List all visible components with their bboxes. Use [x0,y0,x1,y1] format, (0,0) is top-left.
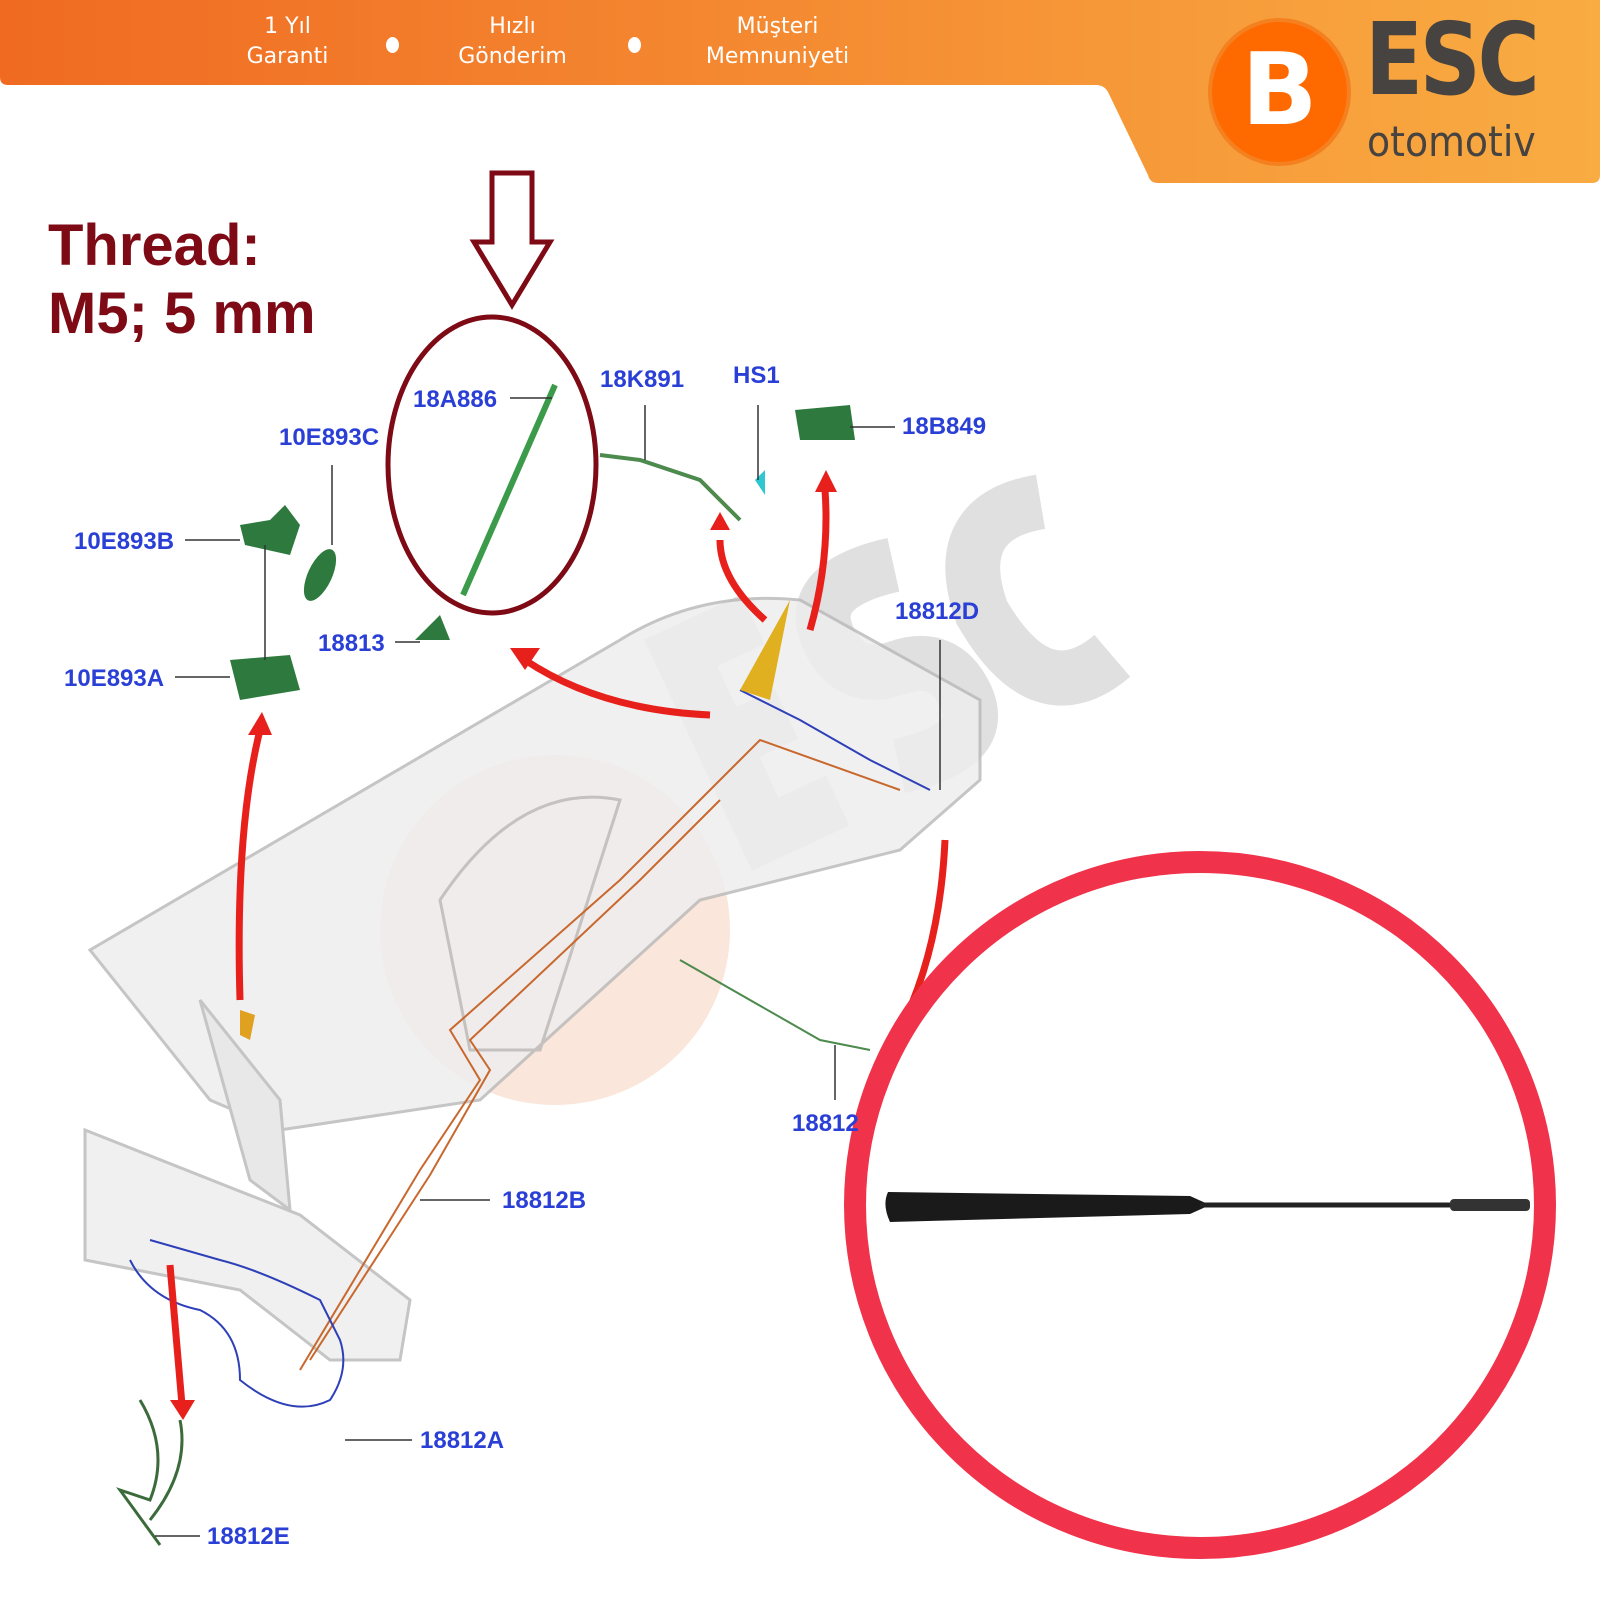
feature-line: Gönderim [458,44,567,69]
feature-line: Memnuniyeti [705,44,850,69]
feature-line: 1 Yıl [264,14,311,39]
red-arrows [166,489,949,1406]
logo-brand: ESC [1365,1,1540,118]
part-label: 18813 [318,630,385,657]
part-label: HS1 [733,362,780,389]
down-arrow-icon [469,170,555,310]
antenna-mast-product [885,1192,1530,1222]
part-label: 10E893A [64,665,165,692]
part-label: 18B849 [902,413,987,440]
part-label: 10E893C [279,424,380,451]
thread-value: M5; 5 mm [48,281,316,346]
bullet-dot [386,37,399,53]
arrowheads [170,470,837,1420]
wiring [116,453,931,1546]
antenna-highlight-ring [385,314,599,616]
part-label: 18812A [420,1427,505,1454]
leader-lines [155,397,941,1537]
part-label: 10E893B [74,528,175,555]
thread-spec: Thread: M5; 5 mm [48,212,316,348]
part-label: 18812 [792,1110,859,1137]
banner-shape [0,0,1600,183]
logo-mark: B [1212,22,1347,162]
parts [230,383,855,1040]
logo-sub: otomotiv [1367,117,1536,166]
part-label: 18A886 [413,386,498,413]
feature-line: Garanti [246,44,329,69]
thread-title: Thread: [48,213,261,278]
part-label: 18812E [207,1523,290,1550]
feature-line: Hızlı [489,14,536,39]
part-label: 18K891 [600,366,685,393]
car-body [83,596,982,1362]
logo-letter: B [1241,31,1318,148]
part-label: 18812D [895,598,980,625]
feature-line: Müşteri [736,14,819,39]
part-label: 18812B [502,1187,587,1214]
bullet-dot [628,37,641,53]
